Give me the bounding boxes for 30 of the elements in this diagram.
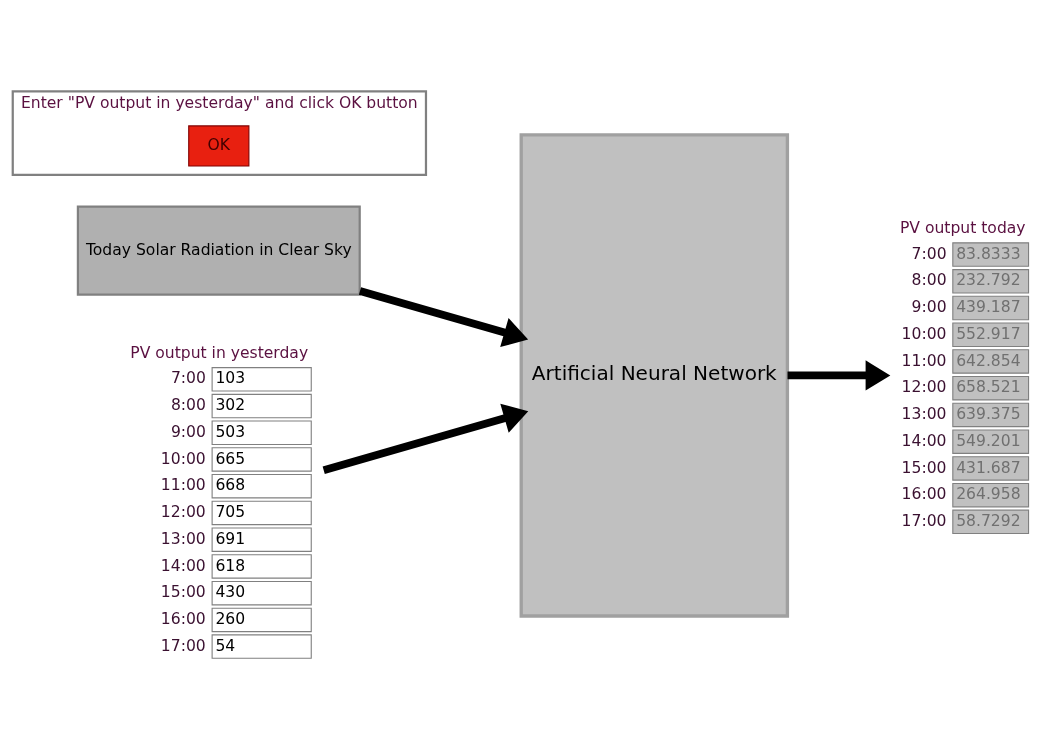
- arrow: [322, 403, 529, 474]
- node-label: 15:00: [901, 458, 947, 477]
- node-label: 10:00: [160, 449, 206, 468]
- node-label: 15:00: [160, 582, 206, 601]
- node-label: 17:00: [901, 511, 947, 530]
- node-label: 13:00: [160, 529, 206, 548]
- node-label: 7:00: [911, 244, 947, 263]
- node-label: 17:00: [160, 636, 206, 655]
- node-box: Today Solar Radiation in Clear Sky: [76, 205, 361, 296]
- node-label: 10:00: [901, 324, 947, 343]
- node-label: 14:00: [901, 431, 947, 450]
- node-label: 9:00: [170, 422, 206, 441]
- node-box: OK: [188, 124, 250, 167]
- node-label: 16:00: [901, 484, 947, 503]
- node-label: 12:00: [160, 502, 206, 521]
- node-label: 12:00: [901, 377, 947, 396]
- node-label: 13:00: [901, 404, 947, 423]
- node-label: 16:00: [160, 609, 206, 628]
- node-label: 7:00: [170, 368, 206, 387]
- node-label: 8:00: [911, 270, 947, 289]
- arrow: [358, 286, 529, 347]
- node-label: 14:00: [160, 556, 206, 575]
- node-label: 9:00: [911, 297, 947, 316]
- node-label: 8:00: [170, 395, 206, 414]
- arrow: [787, 359, 891, 391]
- node-label: PV output in yesterday: [130, 343, 309, 362]
- node-box: Artificial Neural Network: [519, 132, 790, 618]
- node-label: 11:00: [901, 351, 947, 370]
- node-label: 11:00: [160, 475, 206, 494]
- node-label: PV output today: [899, 218, 1026, 237]
